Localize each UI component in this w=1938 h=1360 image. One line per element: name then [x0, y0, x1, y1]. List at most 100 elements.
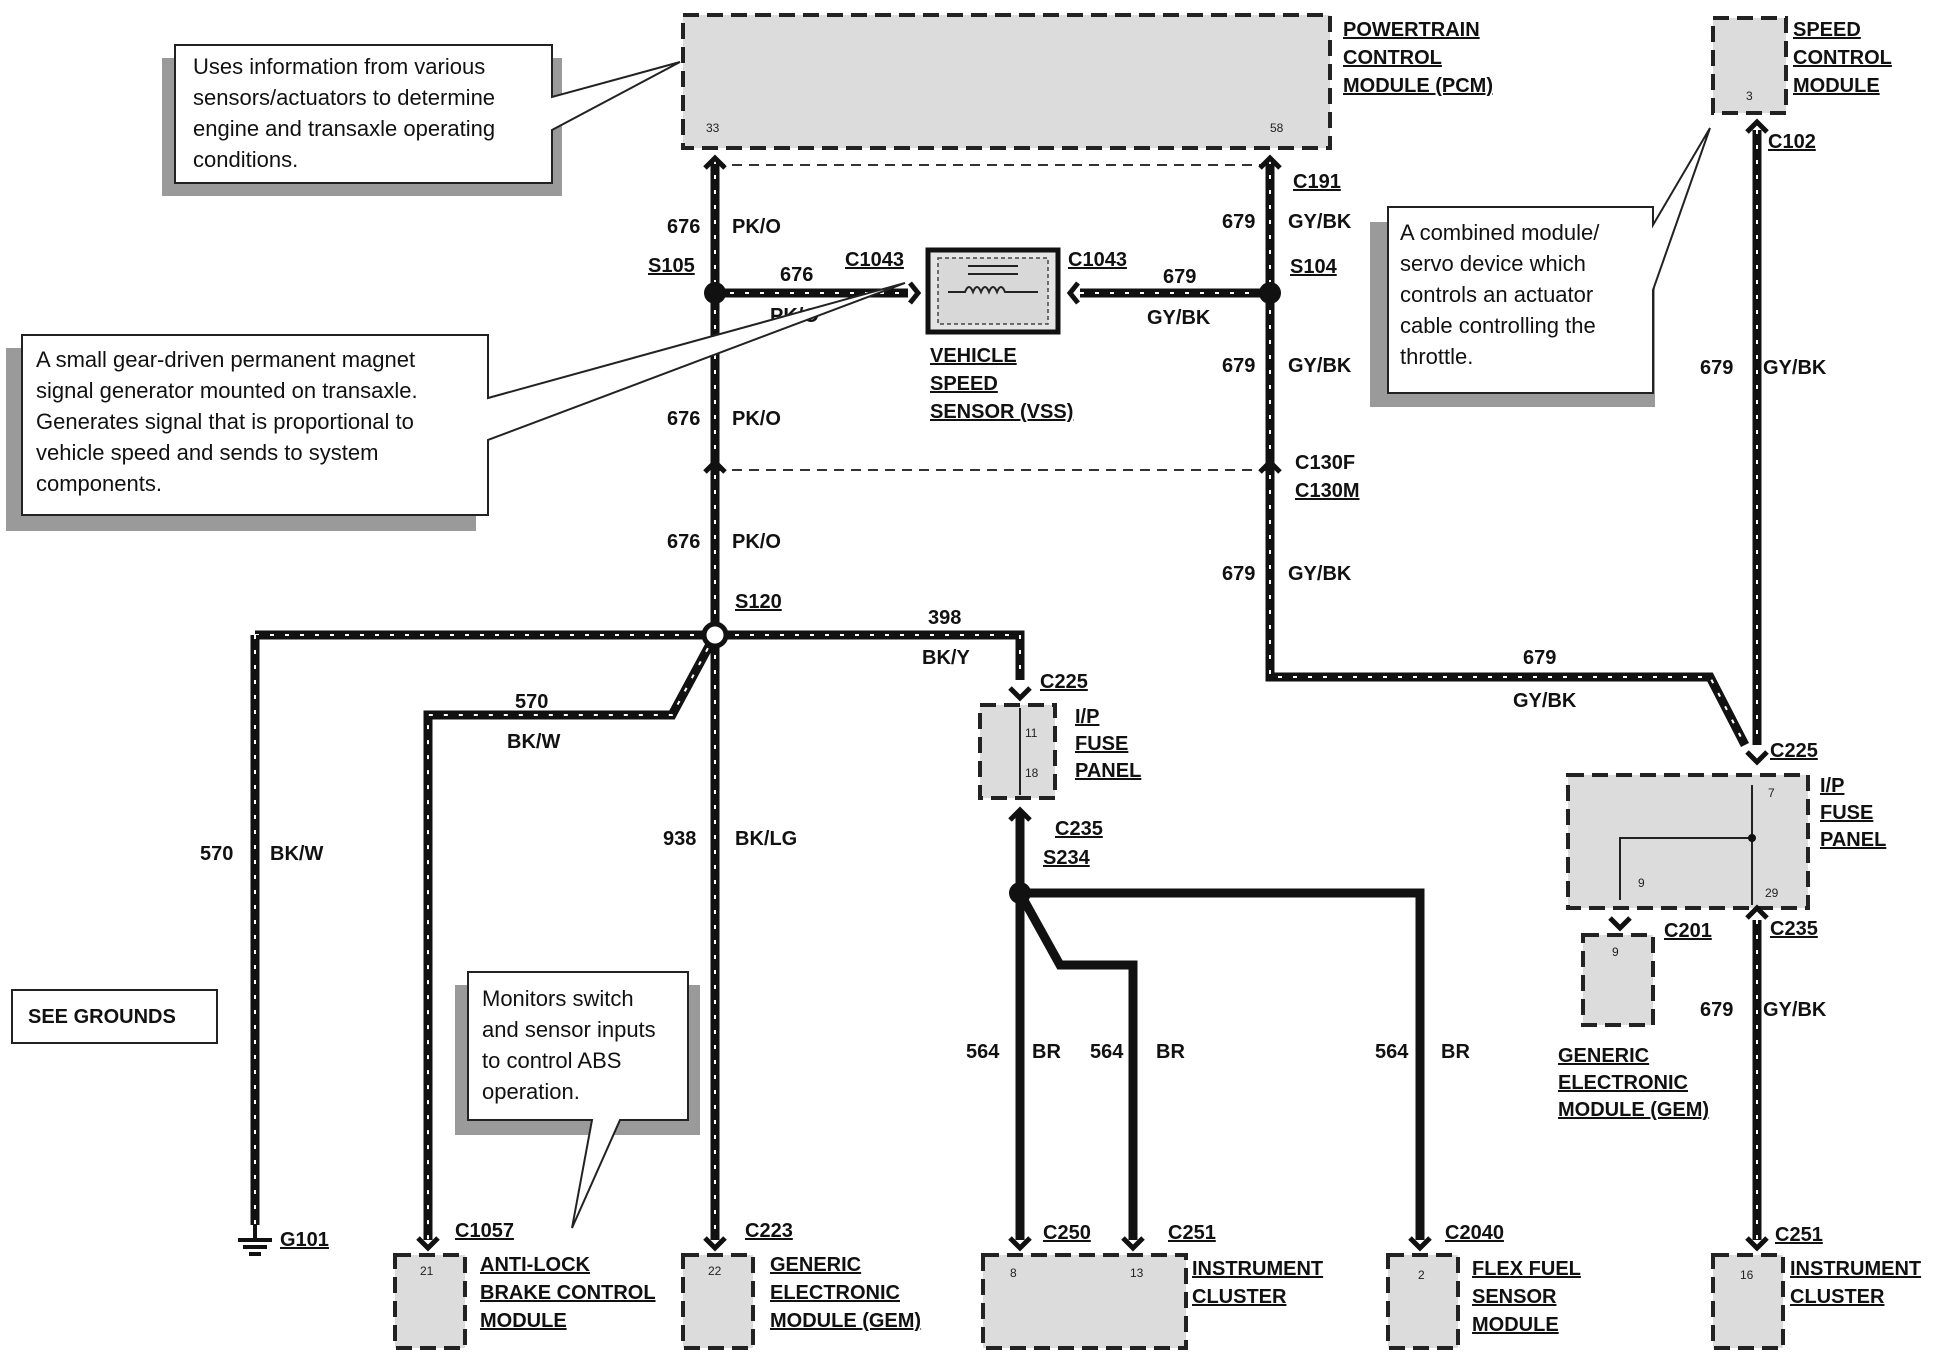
- s105-splice: [704, 282, 726, 304]
- w679-horiz-color: GY/BK: [1513, 690, 1577, 712]
- gem-right-label-3: MODULE (GEM): [1558, 1099, 1709, 1121]
- ip-fuse-2-label-3: PANEL: [1820, 829, 1886, 851]
- w676-vss-num: 676: [780, 264, 813, 286]
- ip-fuse-1-label-1: I/P: [1075, 706, 1099, 728]
- abs-callout-line-2: and sensor inputs: [482, 1017, 656, 1042]
- see-grounds-link[interactable]: SEE GROUNDS: [28, 1006, 176, 1028]
- c102-label: C102: [1768, 131, 1816, 153]
- vss-callout-line-2: signal generator mounted on transaxle.: [36, 378, 418, 403]
- s234-label: S234: [1043, 847, 1091, 869]
- abs-label-3: MODULE: [480, 1310, 567, 1332]
- fuse-panel-2-internal: [1619, 785, 1753, 905]
- c191-label: C191: [1293, 171, 1341, 193]
- scm-label-3: MODULE: [1793, 75, 1880, 97]
- cluster-label-2: CLUSTER: [1192, 1286, 1287, 1308]
- ip-fuse-1-label-3: PANEL: [1075, 760, 1141, 782]
- c223-label: C223: [745, 1220, 793, 1242]
- scm-callout-line-2: servo device which: [1400, 251, 1586, 276]
- g101-label: G101: [280, 1229, 329, 1251]
- w679-vss-num: 679: [1163, 266, 1196, 288]
- gem-bottom-label-1: GENERIC: [770, 1254, 861, 1276]
- gem-bottom-pin: 22: [708, 1264, 722, 1278]
- s104-splice: [1259, 282, 1281, 304]
- flex-fuel-label-1: FLEX FUEL: [1472, 1258, 1581, 1280]
- s120-label: S120: [735, 591, 782, 613]
- c251-b-label: C251: [1775, 1224, 1823, 1246]
- gem-right-label-1: GENERIC: [1558, 1045, 1649, 1067]
- w564-a-num: 564: [966, 1041, 1000, 1063]
- cluster-pin-8: 8: [1010, 1266, 1017, 1280]
- abs-callout-line-1: Monitors switch: [482, 986, 634, 1011]
- s104-label: S104: [1290, 256, 1338, 278]
- gem-bottom-box: [681, 1253, 755, 1350]
- w679-pcm-num: 679: [1222, 211, 1255, 233]
- pcm-pin-33: 33: [706, 121, 720, 135]
- ip-fuse-panel-2-box: [1566, 773, 1810, 910]
- w570-left-num: 570: [200, 843, 233, 865]
- c130f-label: C130F: [1295, 452, 1355, 474]
- w679-scm-num: 679: [1700, 357, 1733, 379]
- gem-right-label-2: ELECTRONIC: [1558, 1072, 1688, 1094]
- w679-scm-color: GY/BK: [1763, 357, 1827, 379]
- scm-label-1: SPEED: [1793, 19, 1861, 41]
- w679-low-color: GY/BK: [1288, 563, 1352, 585]
- abs-label-1: ANTI-LOCK: [480, 1254, 591, 1276]
- scm-callout-line-4: cable controlling the: [1400, 313, 1596, 338]
- cluster-right-label-2: CLUSTER: [1790, 1286, 1885, 1308]
- pcm-callout-line-3: engine and transaxle operating: [193, 116, 495, 141]
- c225-b-label: C225: [1770, 740, 1818, 762]
- w398-color: BK/Y: [922, 647, 970, 669]
- flex-fuel-box: [1386, 1253, 1460, 1350]
- c235-a-label: C235: [1055, 818, 1103, 840]
- vss-callout: [21, 282, 906, 516]
- flex-fuel-label-2: SENSOR: [1472, 1286, 1557, 1308]
- ip-fuse-panel-1-box: [978, 703, 1057, 800]
- w679-right-low-color: GY/BK: [1763, 999, 1827, 1021]
- gem-bottom-label-2: ELECTRONIC: [770, 1282, 900, 1304]
- c1043-left-label: C1043: [845, 249, 904, 271]
- pcm-callout-line-1: Uses information from various: [193, 54, 485, 79]
- w676-pcm-color: PK/O: [732, 216, 781, 238]
- vss-callout-line-3: Generates signal that is proportional to: [36, 409, 414, 434]
- w676-mid-color: PK/O: [732, 408, 781, 430]
- w679-pcm-color: GY/BK: [1288, 211, 1352, 233]
- scm-callout-line-5: throttle.: [1400, 344, 1473, 369]
- w679-mid-color: GY/BK: [1288, 355, 1352, 377]
- abs-callout-line-4: operation.: [482, 1079, 580, 1104]
- see-grounds-box[interactable]: [11, 989, 218, 1044]
- cluster-label-1: INSTRUMENT: [1192, 1258, 1323, 1280]
- ip-fuse-2-label-1: I/P: [1820, 775, 1844, 797]
- w570-left-color: BK/W: [270, 843, 323, 865]
- connector-marks: [416, 118, 1769, 1252]
- w676-mid-num: 676: [667, 408, 700, 430]
- s105-label: S105: [648, 255, 695, 277]
- scm-callout-line-1: A combined module/: [1400, 220, 1600, 245]
- c201-label: C201: [1664, 920, 1712, 942]
- pcm-callout-line-4: conditions.: [193, 147, 298, 172]
- c1057-label: C1057: [455, 1220, 514, 1242]
- w938-color: BK/LG: [735, 828, 797, 850]
- w679-vss-color: GY/BK: [1147, 307, 1211, 329]
- w564-a-color: BR: [1032, 1041, 1061, 1063]
- pcm-label-2: CONTROL: [1343, 47, 1442, 69]
- scm-pin: 3: [1746, 89, 1753, 103]
- w676-low-color: PK/O: [732, 531, 781, 553]
- ip-fuse-2-pin-7: 7: [1768, 786, 1775, 800]
- ip-fuse-1-pin-11: 11: [1025, 726, 1038, 740]
- cluster-right-label-1: INSTRUMENT: [1790, 1258, 1921, 1280]
- gem-bottom-label-3: MODULE (GEM): [770, 1310, 921, 1332]
- pcm-pin-58: 58: [1270, 121, 1284, 135]
- s120-splice: [701, 621, 729, 649]
- scm-box: [1711, 16, 1788, 115]
- w676-pcm-num: 676: [667, 216, 700, 238]
- vss-sensor: [925, 247, 1061, 335]
- cluster-right-pin: 16: [1740, 1268, 1754, 1282]
- pcm-callout-line-2: sensors/actuators to determine: [193, 85, 495, 110]
- vss-callout-line-5: components.: [36, 471, 162, 496]
- c2040-label: C2040: [1445, 1222, 1504, 1244]
- vss-callout-line-1: A small gear-driven permanent magnet: [36, 347, 415, 372]
- ip-fuse-1-pin-18: 18: [1025, 766, 1039, 780]
- c130m-label: C130M: [1295, 480, 1359, 502]
- scm-callout: [1387, 127, 1711, 394]
